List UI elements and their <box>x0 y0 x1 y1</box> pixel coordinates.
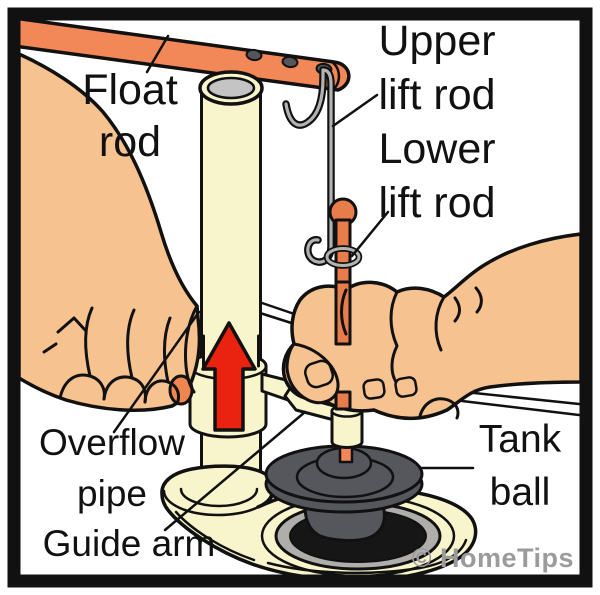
leader-line-overflow-pipe <box>112 310 201 434</box>
fingernail <box>394 376 418 398</box>
leader-line-upper-lift-rod <box>331 93 379 128</box>
frame-border <box>7 7 593 588</box>
left-hand <box>20 52 202 413</box>
label-text: Upper <box>378 17 496 65</box>
label-text: ball <box>489 471 551 514</box>
label-text: lift rod <box>378 179 496 227</box>
finger-line <box>389 290 399 384</box>
leader-line-guide-arm <box>163 410 307 532</box>
label-text: rod <box>98 118 162 166</box>
finger-line <box>162 316 172 384</box>
right-hand <box>281 232 580 420</box>
label-lower-lift-rod: Lower lift rod <box>354 122 520 230</box>
finger-line <box>126 308 136 380</box>
float-rod-hole <box>281 55 299 69</box>
float-rod <box>20 20 351 92</box>
label-text: lift rod <box>378 71 496 119</box>
finger-line <box>84 306 94 378</box>
label-text: Guide arm <box>42 523 216 564</box>
label-tank-ball: Tank ball <box>453 413 587 519</box>
rod-below-hand <box>334 390 352 411</box>
finger-line <box>340 288 348 336</box>
label-text: pipe <box>77 473 147 514</box>
label-upper-lift-rod: Upper lift rod <box>354 14 520 122</box>
wrist-crease <box>474 286 483 314</box>
label-overflow-pipe: Overflow pipe <box>24 417 200 519</box>
hometips-watermark: © HomeTips <box>411 543 574 573</box>
tank-ball <box>264 442 424 542</box>
label-text: Lower <box>378 125 496 173</box>
label-float-rod: Float rod <box>48 64 212 168</box>
leader-line-lower-lift-rod <box>350 210 390 258</box>
finger-line <box>434 295 446 352</box>
pipe-opening <box>206 76 256 100</box>
label-guide-arm: Guide arm <box>26 524 232 564</box>
rod-between-fingers <box>334 280 352 346</box>
thumb-line <box>184 304 199 394</box>
thumbnail <box>304 359 334 389</box>
fingernail <box>362 378 386 400</box>
knuckle-line <box>418 397 460 420</box>
leader-line-float-rod <box>145 34 170 74</box>
wrist-crease <box>453 296 461 323</box>
upper-lift-rod-wire <box>282 66 335 266</box>
float-rod-hole <box>245 48 263 62</box>
label-text: Overflow <box>39 422 185 463</box>
float-rod-endcap-line <box>328 59 341 91</box>
wrist-crease <box>42 342 58 354</box>
label-text: Float <box>82 66 178 114</box>
label-text: Tank <box>478 418 562 461</box>
pipe-socket-rim <box>179 487 259 508</box>
wire-eye-loop <box>325 247 361 267</box>
up-arrow-icon <box>201 321 257 432</box>
wrist-crease <box>56 316 88 334</box>
leader-lines <box>112 34 475 532</box>
pipe-socket-rim <box>162 489 274 517</box>
